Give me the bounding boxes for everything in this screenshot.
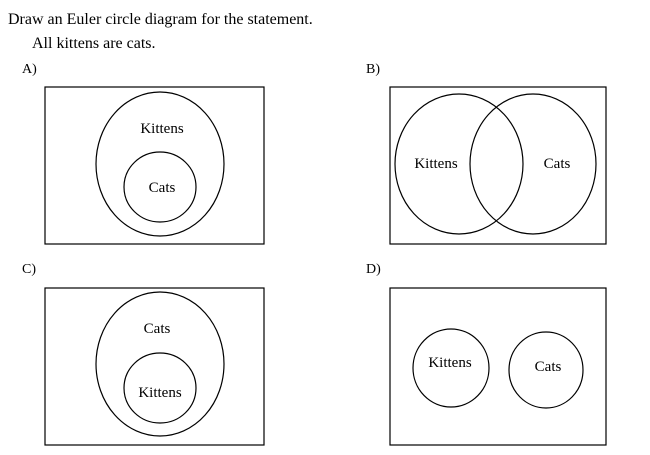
option-a-outer-circle [95,91,225,237]
option-b-universe-box [389,86,607,245]
question-statement: All kittens are cats. [32,35,156,52]
option-c-outer-label: Cats [144,321,171,337]
option-c-universe-box [44,287,265,446]
option-b-right-label: Cats [544,156,571,172]
option-b-label: B) [366,62,380,77]
option-c-inner-label: Kittens [138,385,181,401]
option-a-universe-box [44,86,265,245]
option-d-universe-box [389,287,607,446]
option-c-label: C) [22,262,36,277]
option-c-inner-circle [123,352,197,424]
option-a-inner-circle [123,151,197,223]
option-d-label: D) [366,262,381,277]
option-d-right-circle [508,331,584,409]
option-a-inner-label: Cats [149,180,176,196]
option-d-left-label: Kittens [428,355,471,371]
option-b-left-circle [394,93,524,235]
option-c-outer-circle [95,291,225,437]
option-a-label: A) [22,62,37,77]
option-a-outer-label: Kittens [140,121,183,137]
question-prompt: Draw an Euler circle diagram for the sta… [8,11,313,28]
option-b-right-circle [469,93,597,235]
option-b-left-label: Kittens [414,156,457,172]
option-d-left-circle [412,328,490,408]
option-d-right-label: Cats [535,359,562,375]
